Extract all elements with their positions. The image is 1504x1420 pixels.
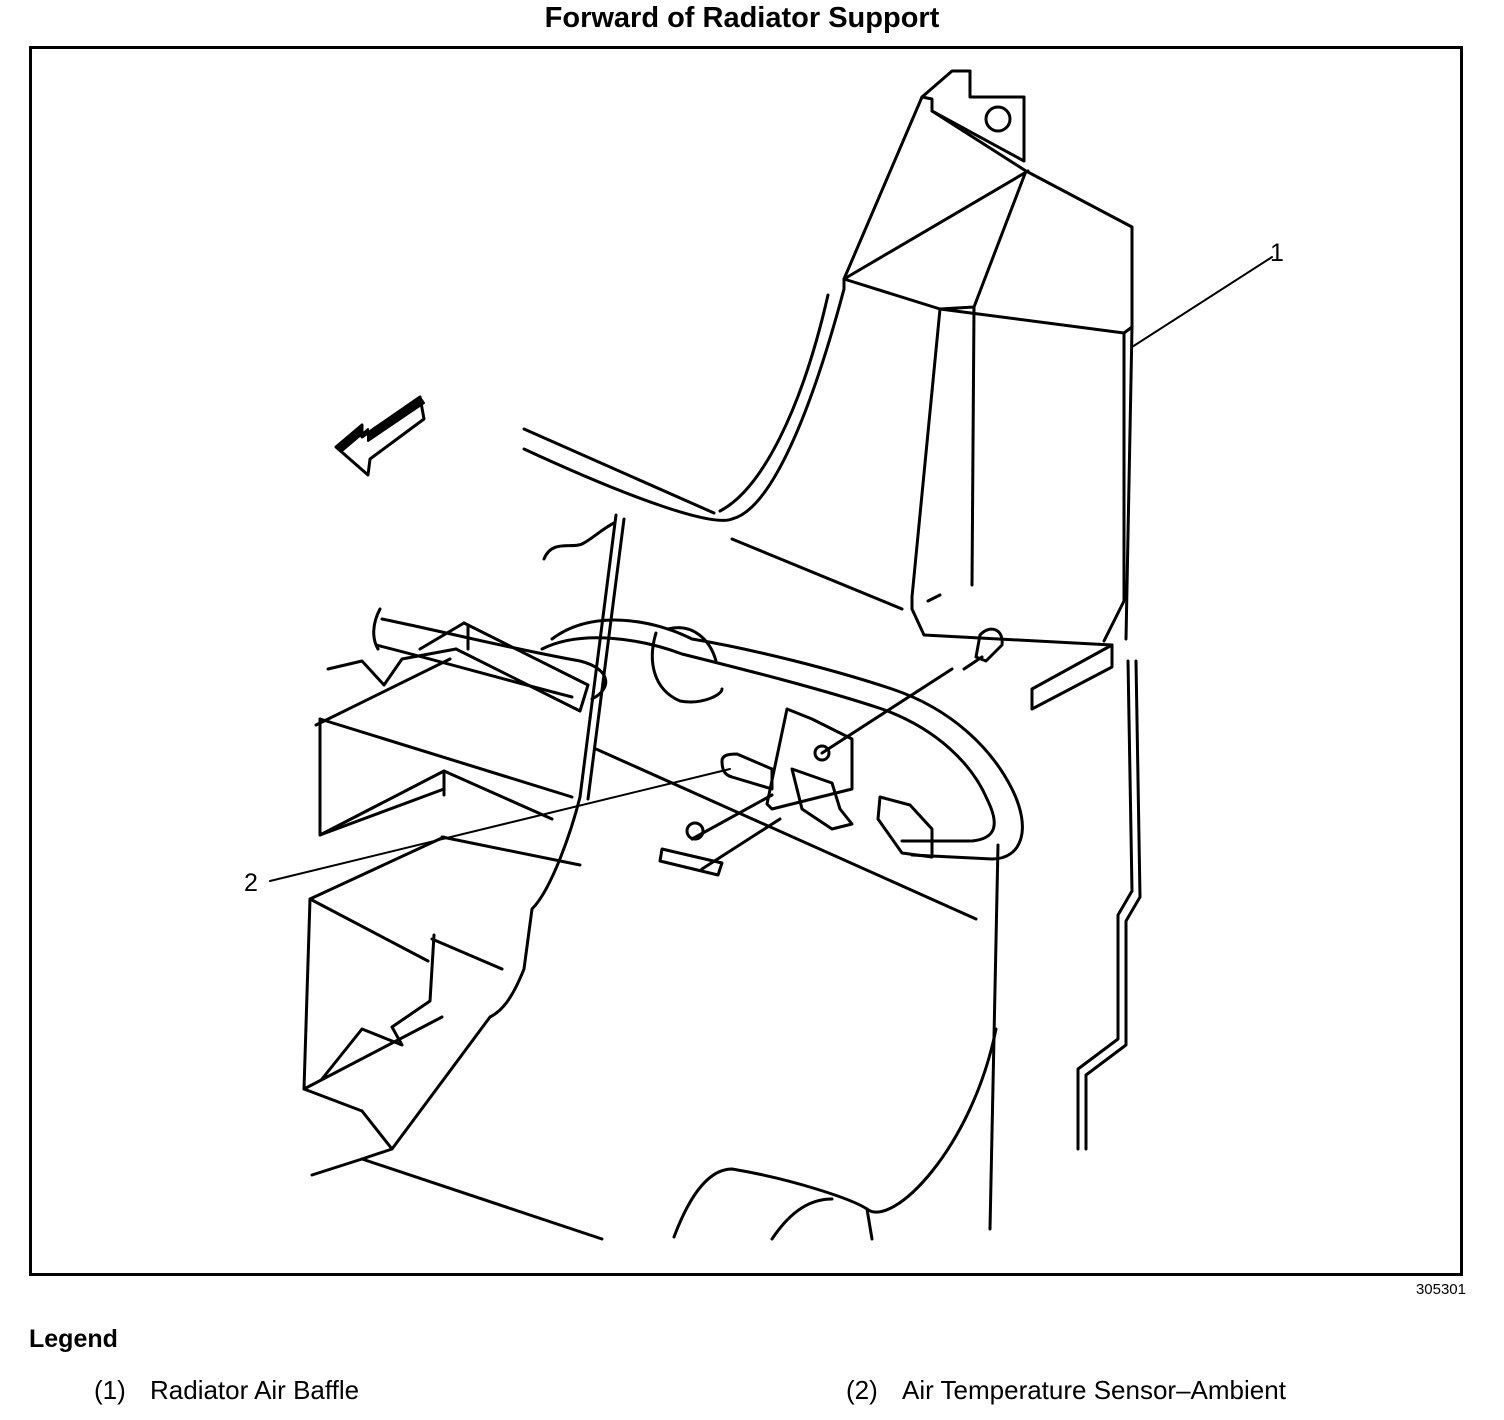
leader-lines [269,256,1273,882]
callout-2: 2 [244,869,258,897]
forward-arrow-icon [334,395,426,477]
side-flange [1076,659,1142,1151]
bracket-structure [302,513,1000,1241]
legend-item-text: Radiator Air Baffle [150,1375,360,1405]
legend-item-number: (1) [94,1375,126,1405]
diagram-title: Forward of Radiator Support [544,2,940,34]
legend-item-number: (2) [846,1375,878,1405]
leader-line-1 [1131,256,1273,348]
legend-heading: Legend [29,1325,118,1353]
legend-item: (2) Air Temperature Sensor–Ambient [846,1375,1286,1406]
legend-item: (1) Radiator Air Baffle [94,1375,359,1406]
callout-1: 1 [1270,239,1284,267]
diagram-frame: 1 2 [29,46,1463,1276]
legend-item-text: Air Temperature Sensor–Ambient [902,1375,1286,1405]
radiator-air-baffle [522,69,1134,711]
air-temperature-sensor [658,627,1004,877]
leader-line-2 [269,768,731,882]
wire-harness [372,607,1024,861]
figure-id: 305301 [1415,1281,1466,1298]
